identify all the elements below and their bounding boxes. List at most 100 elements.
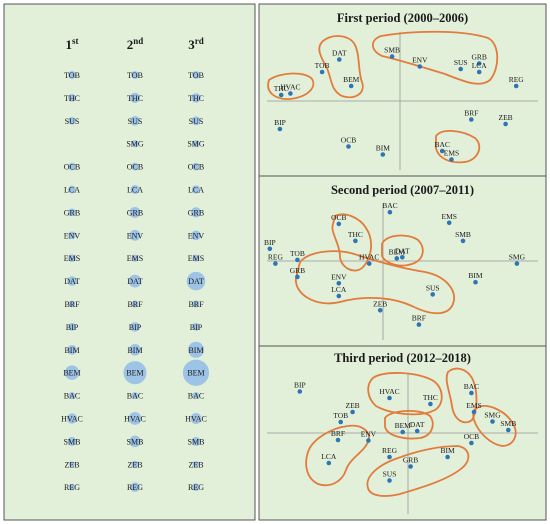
row-label-brf-col2: BRF: [127, 300, 143, 309]
column-header-number: 3: [188, 37, 195, 52]
bubble-brf-col3: [192, 300, 200, 308]
point-label-hvac: HVAC: [359, 253, 379, 262]
point-label-brf: BRF: [412, 314, 426, 323]
row-label-reg-col2: REG: [127, 483, 143, 492]
bubble-reg-col2: [130, 482, 140, 493]
row-label-grb-col2: GRB: [127, 208, 143, 217]
bubble-zeb-col2: [131, 460, 139, 468]
bubble-tob-col1: [68, 71, 76, 79]
point-label-zeb: ZEB: [346, 401, 360, 410]
row-label-ocb-col3: OCB: [188, 163, 204, 172]
row-label-ems-col2: EMS: [127, 254, 143, 263]
cluster-outline-1: [331, 213, 372, 272]
bubble-sus-col2: [130, 116, 140, 126]
point-bim: [445, 454, 450, 460]
point-label-bim: BIM: [468, 271, 483, 280]
bubble-ems-col2: [131, 254, 139, 262]
point-label-thc: THC: [274, 84, 289, 93]
point-lca: [336, 293, 342, 299]
point-hvac: [387, 395, 392, 401]
row-label-dat-col1: DAT: [64, 277, 80, 286]
point-label-ems: EMS: [466, 401, 481, 410]
bubble-grb-col1: [68, 208, 76, 217]
point-label-bim: BIM: [441, 446, 456, 455]
bubble-bip-col2: [130, 322, 140, 332]
bubble-env-col1: [68, 231, 76, 240]
point-label-lca: LCA: [331, 285, 347, 294]
bubble-zeb-col1: [69, 461, 75, 468]
point-label-thc: THC: [423, 393, 438, 402]
point-hvac: [288, 91, 293, 96]
point-brf: [416, 322, 422, 327]
point-thc: [278, 92, 284, 98]
point-brf: [469, 117, 474, 122]
point-label-bem: BEM: [395, 421, 412, 430]
point-thc: [353, 238, 358, 244]
point-smb: [506, 427, 511, 433]
cluster-outline-4: [435, 130, 481, 164]
bubble-grb-col2: [129, 206, 141, 218]
point-label-reg: REG: [509, 75, 525, 84]
row-label-lca-col1: LCA: [64, 186, 80, 195]
point-label-env: ENV: [361, 430, 377, 439]
bubble-bim-col3: [188, 341, 204, 358]
point-label-zeb: ZEB: [373, 299, 387, 308]
row-label-tob-col2: TOB: [127, 71, 143, 80]
point-bac: [387, 209, 393, 215]
row-label-bem-col1: BEM: [63, 369, 80, 378]
point-reg: [387, 454, 392, 460]
point-label-env: ENV: [331, 272, 347, 281]
cluster-outline-3: [472, 405, 517, 447]
point-dat: [414, 428, 420, 434]
point-zeb: [377, 308, 383, 313]
bubble-zeb-col3: [192, 461, 200, 468]
row-label-env-col2: ENV: [127, 231, 144, 240]
bubble-tob-col3: [192, 71, 200, 79]
point-label-smb: SMB: [384, 46, 400, 55]
row-label-hvac-col3: HVAC: [185, 415, 207, 424]
point-label-ems: EMS: [441, 212, 456, 221]
point-label-brf: BRF: [464, 109, 478, 118]
point-label-grb: GRB: [290, 266, 305, 275]
bubble-hvac-col2: [128, 412, 142, 425]
row-label-reg-col3: REG: [188, 483, 204, 492]
period-map-title: Second period (2007–2011): [331, 183, 474, 197]
point-reg: [513, 83, 519, 89]
row-label-smg-col2: SMG: [126, 140, 144, 149]
point-lca: [476, 69, 482, 75]
point-bip: [277, 126, 283, 132]
bubble-ems-col1: [68, 254, 76, 263]
bubble-smb-col2: [129, 435, 141, 448]
point-tob: [319, 69, 325, 75]
row-label-dat-col3: DAT: [188, 277, 204, 286]
point-label-thc: THC: [348, 230, 363, 239]
row-label-zeb-col3: ZEB: [188, 460, 203, 469]
point-tob: [295, 257, 300, 263]
bubble-bim-col1: [67, 345, 77, 355]
row-label-bim-col2: BIM: [127, 346, 142, 355]
bubble-ocb-col3: [192, 162, 200, 171]
point-bim: [473, 279, 478, 285]
row-label-bem-col2: BEM: [126, 369, 143, 378]
bubble-dat-col1: [67, 276, 77, 286]
cluster-outline-5: [305, 424, 370, 487]
bubble-hvac-col3: [190, 413, 202, 424]
bubble-smg-col3: [192, 140, 200, 148]
point-label-tob: TOB: [333, 411, 348, 420]
cluster-outline-3: [295, 250, 455, 315]
point-dat: [337, 57, 342, 62]
bubble-smb-col1: [67, 436, 77, 446]
point-ocb: [346, 144, 351, 149]
bubble-bip-col1: [68, 323, 76, 331]
point-ems: [471, 409, 477, 415]
point-smb: [389, 54, 395, 59]
row-label-dat-col2: DAT: [127, 277, 143, 286]
point-ocb: [469, 440, 474, 446]
point-label-ocb: OCB: [331, 213, 346, 222]
bubble-dat-col3: [186, 271, 206, 291]
point-label-dat: DAT: [410, 420, 425, 429]
point-label-smg: SMG: [484, 411, 501, 420]
point-label-sus: SUS: [454, 58, 468, 67]
point-label-grb: GRB: [471, 53, 486, 62]
